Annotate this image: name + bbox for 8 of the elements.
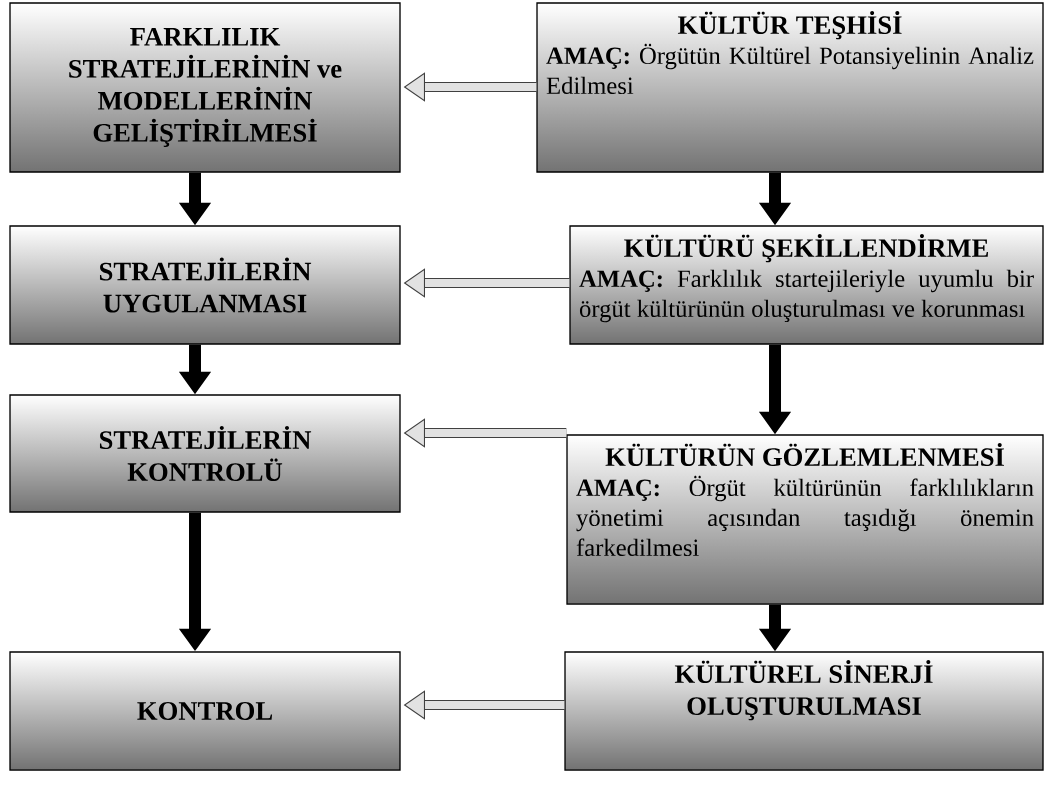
process-box: KÜLTÜRÜN GÖZLEMLENMESİ AMAÇ: Örgüt kültürünün farklılıkların yönetimi açısından taşıdığı önemin farkedilmesi [566,434,1044,605]
process-box: STRATEJİLERİN UYGULANMASI [9,225,401,345]
process-box: STRATEJİLERİN KONTROLÜ [9,394,401,513]
process-box: KONTROL [9,651,401,771]
process-box: KÜLTÜR TEŞHİSİ AMAÇ: Örgütün Kültürel Potansiyelinin Analiz Edilmesi [536,2,1044,173]
process-box: FARKLILIK STRATEJİLERİNİN ve MODELLERİNİN GELİŞTİRİLMESİ [9,2,401,173]
process-box: KÜLTÜREL SİNERJİ OLUŞTURULMASI [564,651,1044,771]
process-box: KÜLTÜRÜ ŞEKİLLENDİRME AMAÇ: Farklılık startejileriyle uyumlu bir örgüt kültürünün oluşturulması ve korunması [569,225,1044,345]
